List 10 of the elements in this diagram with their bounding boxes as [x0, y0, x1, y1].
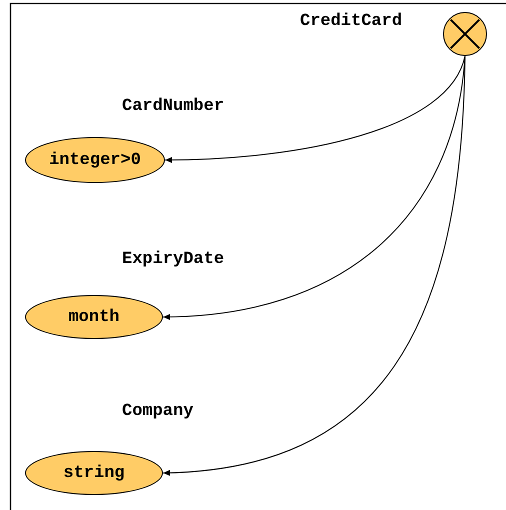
attribute-label: Company [122, 402, 194, 422]
value-ellipse: integer>0 [25, 137, 165, 183]
crossed-circle [443, 12, 487, 56]
value-ellipse: month [25, 295, 163, 339]
arrow [162, 56, 466, 476]
attribute-label: ExpiryDate [122, 250, 224, 270]
value-ellipse: string [25, 451, 163, 495]
arrow [164, 56, 466, 163]
attribute-label: CardNumber [122, 97, 224, 117]
attribute-label: CreditCard [300, 12, 402, 32]
